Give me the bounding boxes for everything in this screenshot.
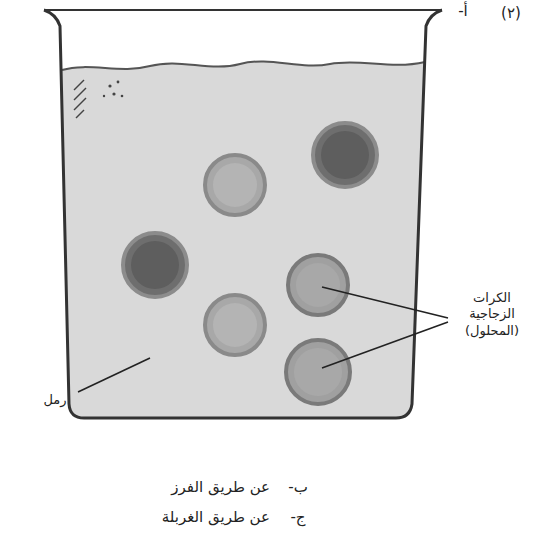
sand-fill <box>62 61 425 418</box>
option-text: عن طريق الفرز <box>120 478 270 497</box>
bubble-dots <box>103 81 123 98</box>
leader-lines <box>78 287 448 392</box>
option-letter: ج- <box>278 508 318 527</box>
graduation-marks <box>74 80 86 118</box>
surface-line <box>62 61 425 70</box>
option-letter: ب- <box>278 478 318 497</box>
option-text: عن طريق الغربلة <box>120 508 270 527</box>
callout-label: رمل <box>30 392 80 408</box>
figure-number: (٢) <box>489 4 533 23</box>
beaker-outline <box>44 10 442 418</box>
callout-label: الكرات الزجاجية (المحلول) <box>451 290 533 339</box>
beaker-rim <box>44 9 442 11</box>
part-letter: أ- <box>448 2 478 21</box>
